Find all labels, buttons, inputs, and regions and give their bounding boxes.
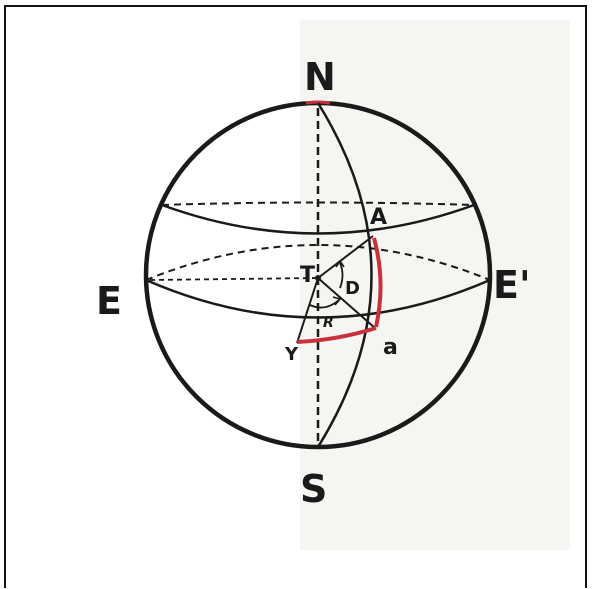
paper-tint xyxy=(300,20,570,550)
declination-arc xyxy=(372,237,383,328)
declination-angle-arc xyxy=(339,262,344,289)
label-point-T: T xyxy=(300,263,315,288)
declination-parallel-front xyxy=(161,203,475,235)
label-south: S xyxy=(300,467,327,511)
label-east-left: E xyxy=(96,279,122,323)
centre-point xyxy=(315,275,321,281)
label-north: N xyxy=(304,55,336,99)
label-point-A: A xyxy=(370,205,387,230)
celestial-equator-back xyxy=(145,244,491,281)
equator-radius-line xyxy=(149,277,319,281)
declination-parallel-back xyxy=(161,201,475,206)
label-point-a: a xyxy=(383,335,398,360)
hour-circle xyxy=(316,102,373,448)
radius-to-A xyxy=(317,235,374,279)
label-east-right: E' xyxy=(493,263,531,307)
right-ascension-angle-arrowhead xyxy=(332,296,342,306)
right-ascension-arc xyxy=(296,326,377,344)
declination-angle-arrowhead xyxy=(335,259,345,268)
north-pole-mark xyxy=(305,100,331,105)
label-angle-R: R xyxy=(323,315,334,331)
radius-to-a xyxy=(317,277,376,329)
label-point-D: D xyxy=(345,278,360,299)
label-point-Y: Y xyxy=(284,344,299,365)
celestial-equator-front xyxy=(145,278,491,319)
radius-to-Y xyxy=(296,277,319,344)
